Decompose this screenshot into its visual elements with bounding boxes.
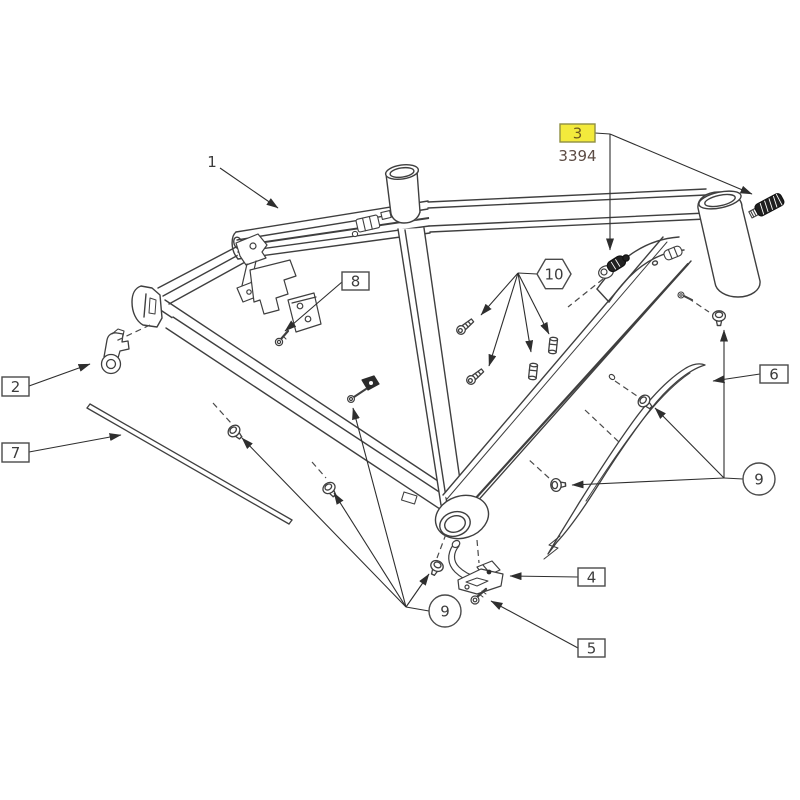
rear-dropout [131, 285, 163, 328]
part-10-screw [464, 366, 486, 387]
callout-label-4[interactable]: 4 [587, 569, 597, 587]
callout-9-bottom[interactable]: 9 [428, 594, 462, 628]
callout-box-2[interactable] [1, 376, 30, 397]
callout-circle-9-right[interactable] [742, 462, 776, 496]
part-9-grommet [426, 557, 446, 578]
callout-box-6[interactable] [759, 364, 789, 384]
callout-box-7[interactable] [1, 442, 30, 463]
callouts: 1 2 3 3394 4 5 6 7 8 [1, 123, 789, 658]
callout-label-3[interactable]: 3 [573, 125, 583, 143]
part-4-kickstand-plate [448, 539, 504, 595]
bottom-bracket [400, 373, 616, 540]
callout-label-7[interactable]: 7 [11, 444, 21, 462]
callout-box-3-highlighted[interactable] [559, 123, 596, 143]
callout-2[interactable]: 2 [1, 376, 30, 397]
callout-4[interactable]: 4 [577, 567, 606, 587]
callout-label-2[interactable]: 2 [11, 378, 21, 396]
part-3-insert-headtube [748, 193, 785, 219]
callout-label-9-bottom[interactable]: 9 [440, 603, 450, 621]
callout-box-4[interactable] [577, 567, 606, 587]
part-9-grommet [549, 477, 567, 493]
callout-3-highlighted[interactable]: 3 3394 [558, 123, 597, 165]
head-tube [697, 190, 761, 298]
callout-label-9-right[interactable]: 9 [754, 471, 764, 489]
mount-plate [249, 259, 322, 333]
part-10-stud [547, 336, 559, 355]
part-10-screw [454, 316, 476, 337]
seat-tube-top [384, 163, 421, 224]
part-9-grommet [225, 422, 246, 443]
chain-stays [158, 299, 457, 516]
callout-5[interactable]: 5 [577, 638, 606, 658]
part-6-chain-guard [543, 363, 706, 560]
callout-label-6[interactable]: 6 [769, 366, 779, 384]
callout-label-5[interactable]: 5 [587, 640, 597, 658]
part-8-bolt [274, 329, 290, 347]
callout-7[interactable]: 7 [1, 442, 30, 463]
callout-6[interactable]: 6 [759, 364, 789, 384]
callout-box-8[interactable] [341, 271, 370, 291]
part-3-insert-seatstay [598, 254, 630, 279]
callout-label-1[interactable]: 1 [207, 153, 217, 171]
part-10-stud [527, 362, 539, 381]
callout-hexagon-10[interactable] [536, 258, 572, 290]
leader-lines [28, 132, 761, 649]
callout-9-right[interactable]: 9 [742, 462, 776, 496]
part-2-hanger [100, 328, 130, 375]
callout-label-8[interactable]: 8 [351, 273, 361, 291]
part-9-grommet [711, 310, 727, 327]
seat-cluster-detail [351, 210, 392, 238]
part-number-3394: 3394 [558, 147, 596, 165]
bike-frame-drawing [131, 163, 761, 540]
part-5-bolt [470, 587, 488, 605]
callout-8[interactable]: 8 [341, 271, 370, 291]
part-7-strip [86, 403, 293, 525]
callout-10[interactable]: 10 [536, 258, 572, 290]
head-junction [596, 236, 693, 303]
callout-label-10[interactable]: 10 [544, 266, 563, 284]
seat-tube [397, 227, 464, 506]
top-tube [427, 188, 707, 233]
assembly-dashed-lines [115, 278, 710, 564]
callout-circle-9-bottom[interactable] [428, 594, 462, 628]
callout-1[interactable]: 1 [207, 153, 217, 171]
cable-guide-bolt [347, 375, 380, 404]
callout-box-5[interactable] [577, 638, 606, 658]
